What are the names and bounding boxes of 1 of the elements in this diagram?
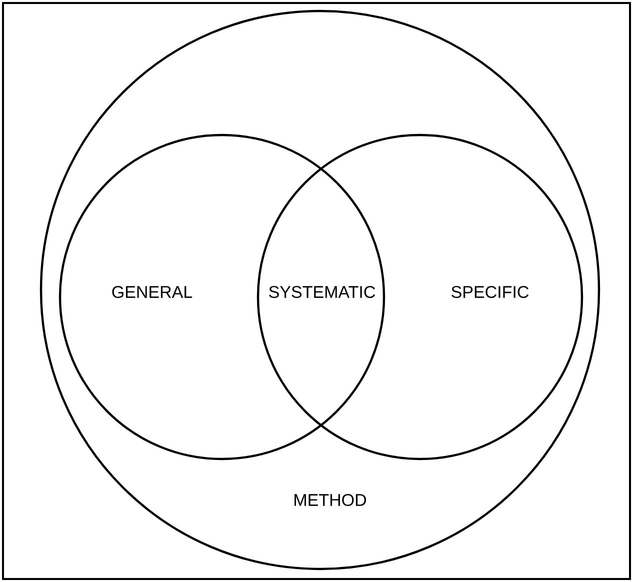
region-label: SYSTEMATIC <box>269 286 376 298</box>
